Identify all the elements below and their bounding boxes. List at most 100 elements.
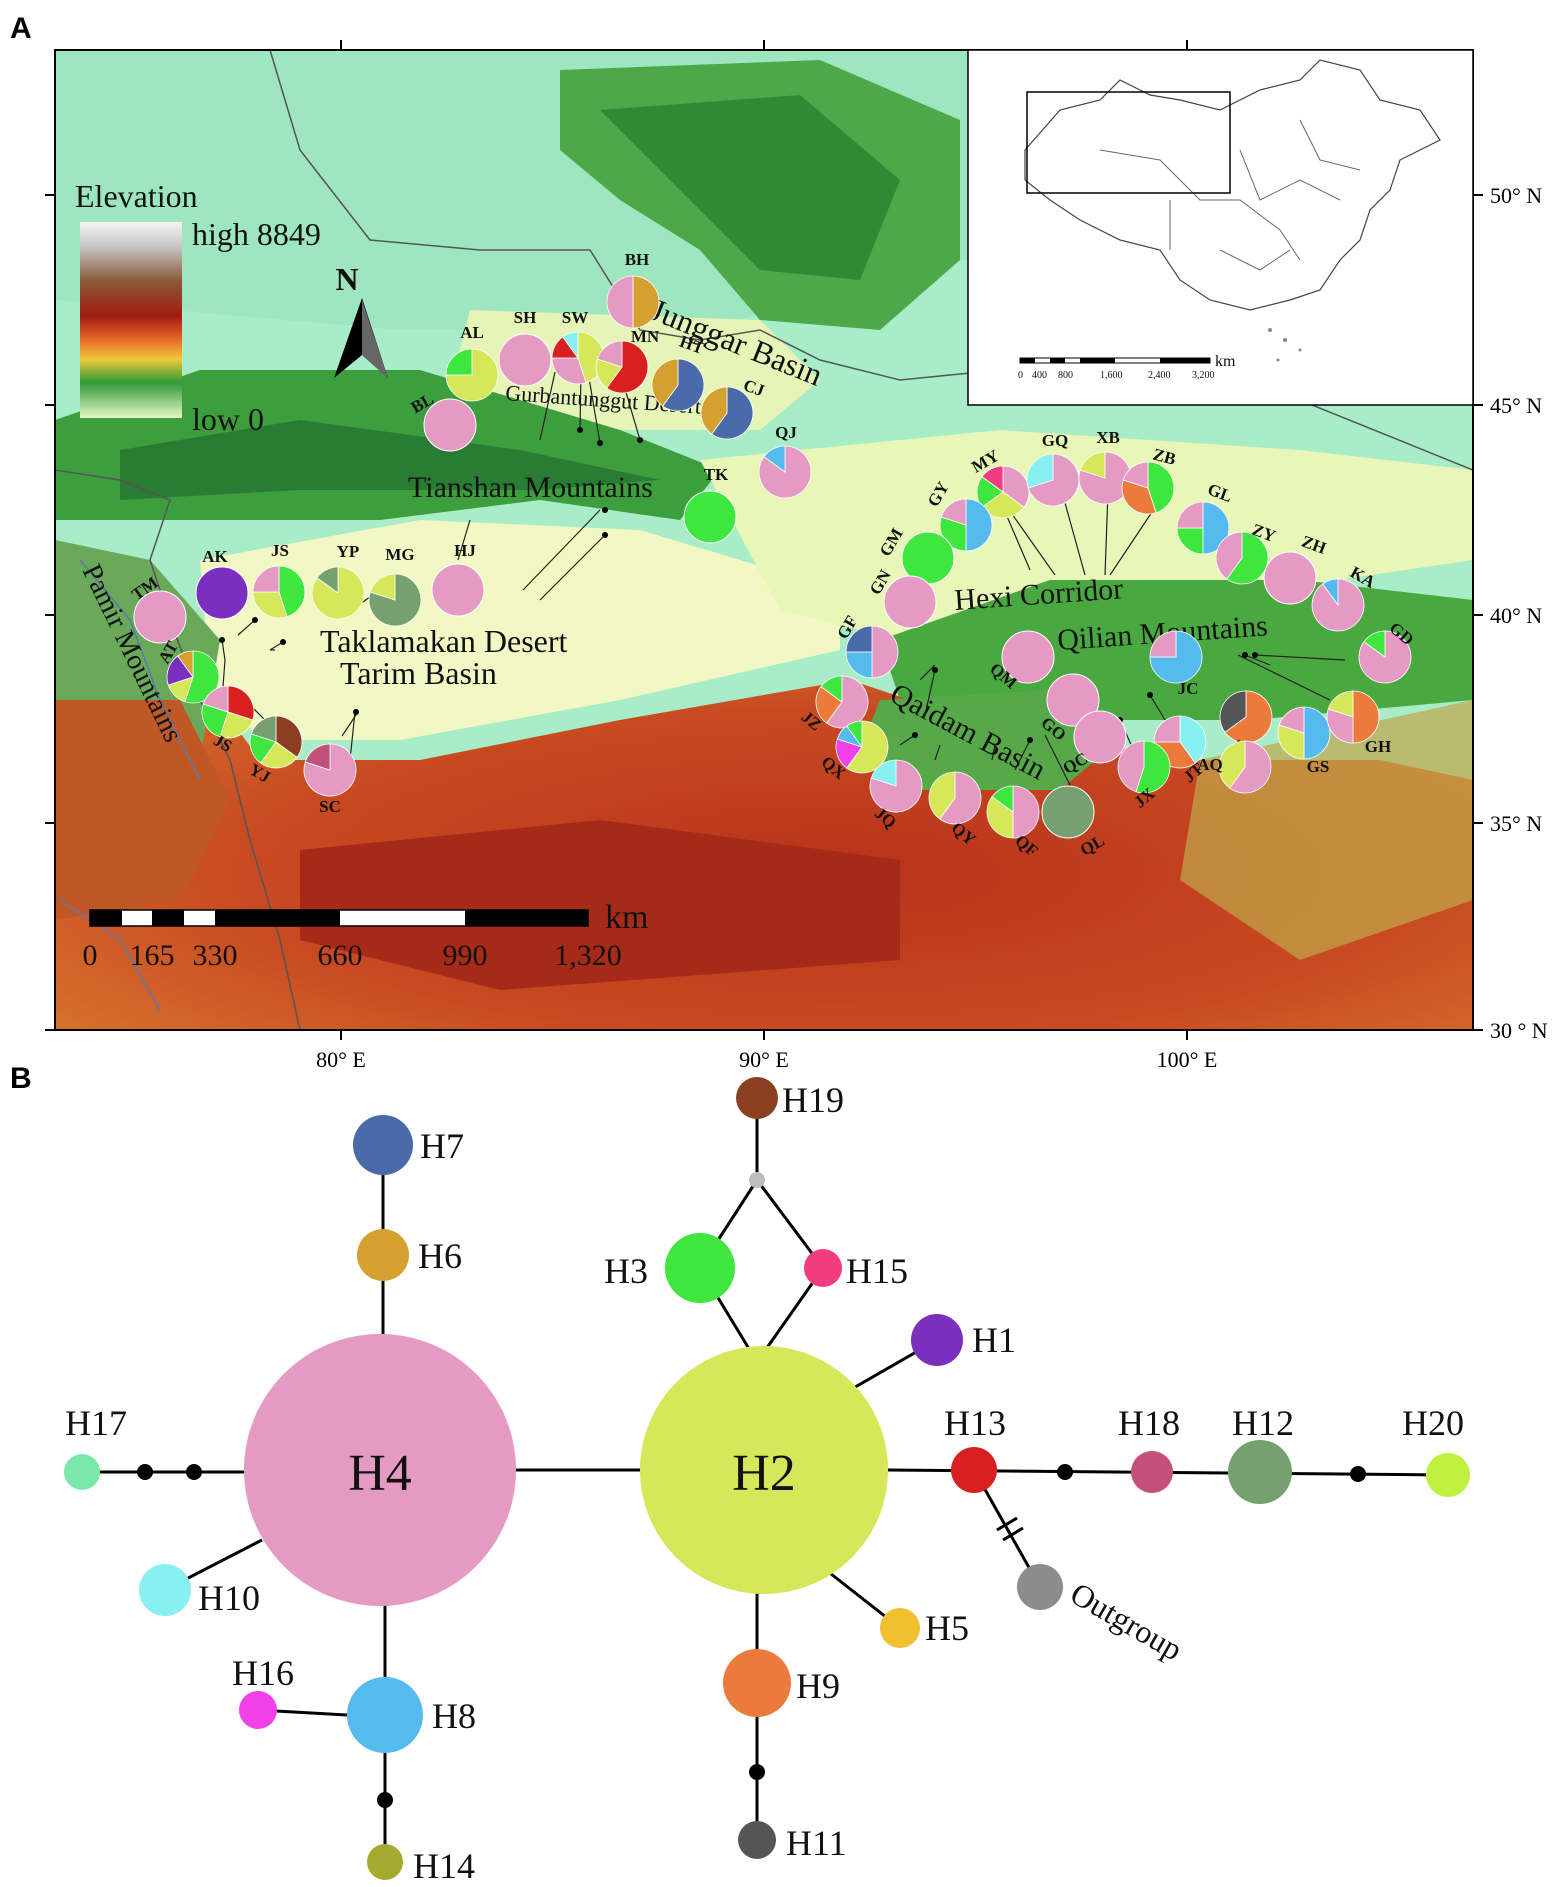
legend-high: high 8849	[192, 216, 321, 252]
node-circle	[736, 1077, 778, 1119]
legend-title: Elevation	[75, 178, 198, 214]
inset-islands	[1268, 328, 1302, 362]
pie-label: AL	[460, 323, 484, 342]
pie-al: AL	[445, 323, 499, 402]
pie-slice	[252, 591, 288, 619]
node-h8: H8	[347, 1677, 476, 1753]
pie-slice	[201, 703, 229, 738]
node-h3: H3	[604, 1233, 735, 1303]
pie-slice	[133, 590, 187, 644]
pie-slice	[606, 340, 649, 394]
pie-slice	[1073, 710, 1127, 764]
pie-slice	[1224, 690, 1273, 744]
scale-330: 330	[193, 939, 238, 972]
node-h15: H15	[804, 1249, 908, 1291]
node-circle	[353, 1115, 413, 1175]
pie-aq: AQ	[1197, 740, 1272, 794]
median-vector	[186, 1464, 202, 1480]
north-label: N	[335, 261, 358, 297]
pamir-high	[55, 700, 230, 920]
pie-slice	[711, 386, 754, 440]
pie-sc: SC	[303, 743, 357, 816]
haplotype-network: H1H2H3H4H5H6H7H8H9H10H11H12H13H14H15H16H…	[64, 1077, 1470, 1886]
pie-label: QJ	[775, 423, 797, 442]
pie-gn: GN	[866, 566, 937, 629]
pie-slice	[1303, 706, 1331, 760]
elevation-legend: Elevation high 8849 low 0	[75, 178, 321, 437]
pie-slice	[1001, 630, 1055, 684]
pie-qj: QJ	[758, 423, 812, 499]
pie-slice	[870, 759, 897, 787]
pie-slice	[316, 566, 339, 594]
node-label: Outgroup	[1065, 1575, 1189, 1668]
pie-hj: HJ	[431, 541, 485, 617]
pie-slice	[940, 498, 967, 526]
pie-slice	[869, 759, 923, 813]
node-h12: H12	[1228, 1403, 1294, 1504]
node-label: H7	[420, 1126, 464, 1166]
median-vector	[1057, 1464, 1073, 1480]
pie-label: SC	[319, 797, 341, 816]
node-circle	[239, 1691, 277, 1729]
pie-label: MG	[385, 545, 414, 564]
inset-scale-1600: 1,600	[1100, 370, 1123, 381]
tarim-basin	[200, 520, 840, 740]
inset-provinces	[1099, 119, 1361, 271]
pie-slice	[1352, 690, 1380, 744]
region-taklamakan: Taklamakan Desert	[320, 623, 568, 659]
pie-slice	[304, 743, 331, 771]
node-label: H5	[925, 1608, 969, 1648]
pie-slice	[311, 566, 365, 620]
pie-label: TK	[704, 465, 729, 484]
pie-slice	[1078, 451, 1132, 505]
node-label: H3	[604, 1251, 648, 1291]
lat-tick-45: 45° N	[1490, 393, 1542, 418]
pie-js: JS	[201, 685, 255, 756]
median-vector	[377, 1792, 393, 1808]
pie-jc: JC	[1149, 630, 1203, 698]
north-arrow: N	[334, 261, 388, 378]
pie-slice	[1219, 690, 1247, 733]
pie-gy: GY	[924, 478, 993, 552]
pie-slice	[1149, 630, 1177, 658]
pie-slice	[883, 575, 937, 629]
pie-gm: GM	[876, 525, 955, 585]
pie-slice	[202, 685, 229, 713]
lat-tick-50: 50° N	[1490, 183, 1542, 208]
pie-slice	[1363, 630, 1386, 658]
pie-slice	[986, 796, 1014, 839]
pie-slice	[1027, 453, 1080, 507]
scale-1320: 1,320	[554, 939, 622, 972]
pie-slice	[1153, 715, 1181, 743]
node-circle	[357, 1229, 409, 1281]
river-2	[59, 899, 161, 1011]
pie-slice	[1041, 785, 1095, 839]
pie-slice	[651, 358, 679, 407]
pie-slice	[1263, 551, 1317, 605]
pie-slice	[965, 498, 993, 552]
node-h19: H19	[736, 1077, 844, 1120]
pie-slice	[1135, 740, 1171, 794]
pie-slice	[845, 625, 873, 653]
river-1	[79, 559, 201, 781]
node-circle	[951, 1447, 997, 1493]
scale-unit: km	[605, 899, 648, 936]
pie-slice	[846, 720, 863, 749]
pie-jz: JZ	[798, 675, 869, 734]
node-h13: H13	[944, 1403, 1006, 1493]
axis-ticks	[45, 40, 1483, 1040]
pie-gs: GS	[1277, 706, 1331, 776]
inset-scale-800: 800	[1058, 370, 1073, 381]
pie-cj: CJ	[700, 375, 767, 440]
node-h17: H17	[64, 1403, 127, 1490]
altai-ridges	[600, 95, 900, 280]
pie-label: GH	[1365, 737, 1391, 756]
pie-slice	[1215, 531, 1243, 580]
region-tianshan: Tianshan Mountains	[408, 471, 653, 504]
node-label: H12	[1232, 1403, 1294, 1443]
node-out: Outgroup	[1017, 1564, 1189, 1667]
pie-slice	[1117, 740, 1145, 793]
plateau-highs	[300, 820, 900, 990]
pie-slice	[596, 340, 623, 368]
pie-zb: ZB	[1121, 445, 1178, 515]
